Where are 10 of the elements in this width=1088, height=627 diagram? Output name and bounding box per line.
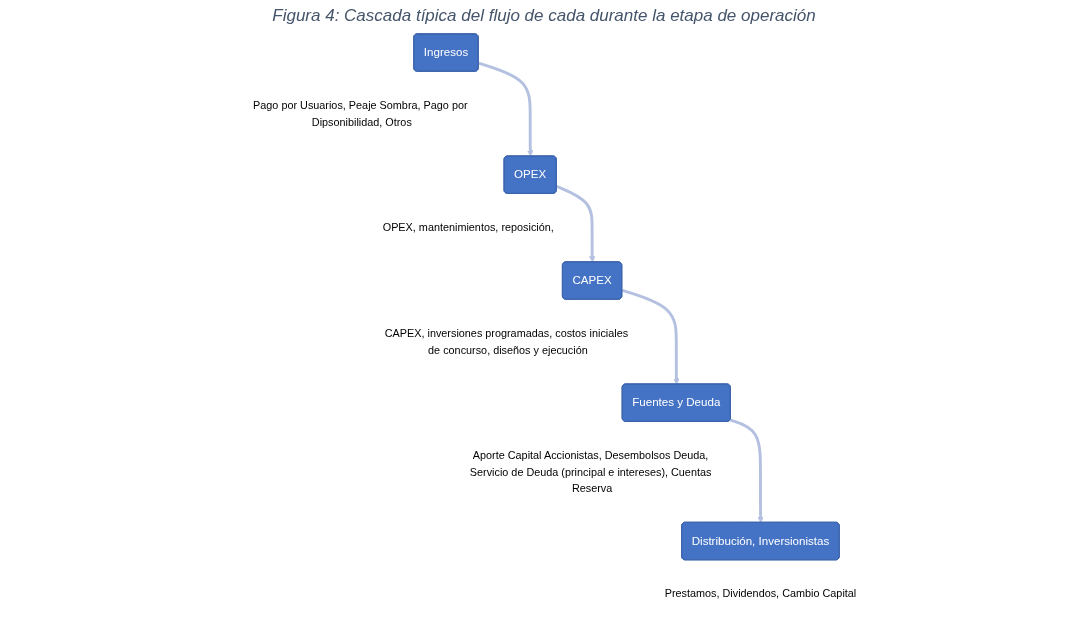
arrow [478, 61, 534, 157]
figure-title: Figura 4: Cascada típica del flujo de cada durante la etapa de operación [271, 6, 817, 26]
node-label: OPEX, mantenimientos, reposición, [382, 220, 554, 234]
node-label: CAPEX, inversiones programadas, costos iniciales de concurso, diseños y ejecución [384, 326, 629, 356]
node-label: Pago por Usuarios, Peaje Sombra, Pago por Dipsonibilidad, Otros [253, 98, 468, 128]
node-label: Aporte Capital Accionistas, Desembolsos Deuda, Servicio de Deuda (principal e intereses), Cuentas Reserva [469, 448, 712, 494]
arrow [621, 288, 680, 385]
node-label: Prestamos, Dividendos, Cambio Capital [664, 587, 857, 600]
arrow [729, 418, 764, 523]
arrow [556, 185, 596, 263]
